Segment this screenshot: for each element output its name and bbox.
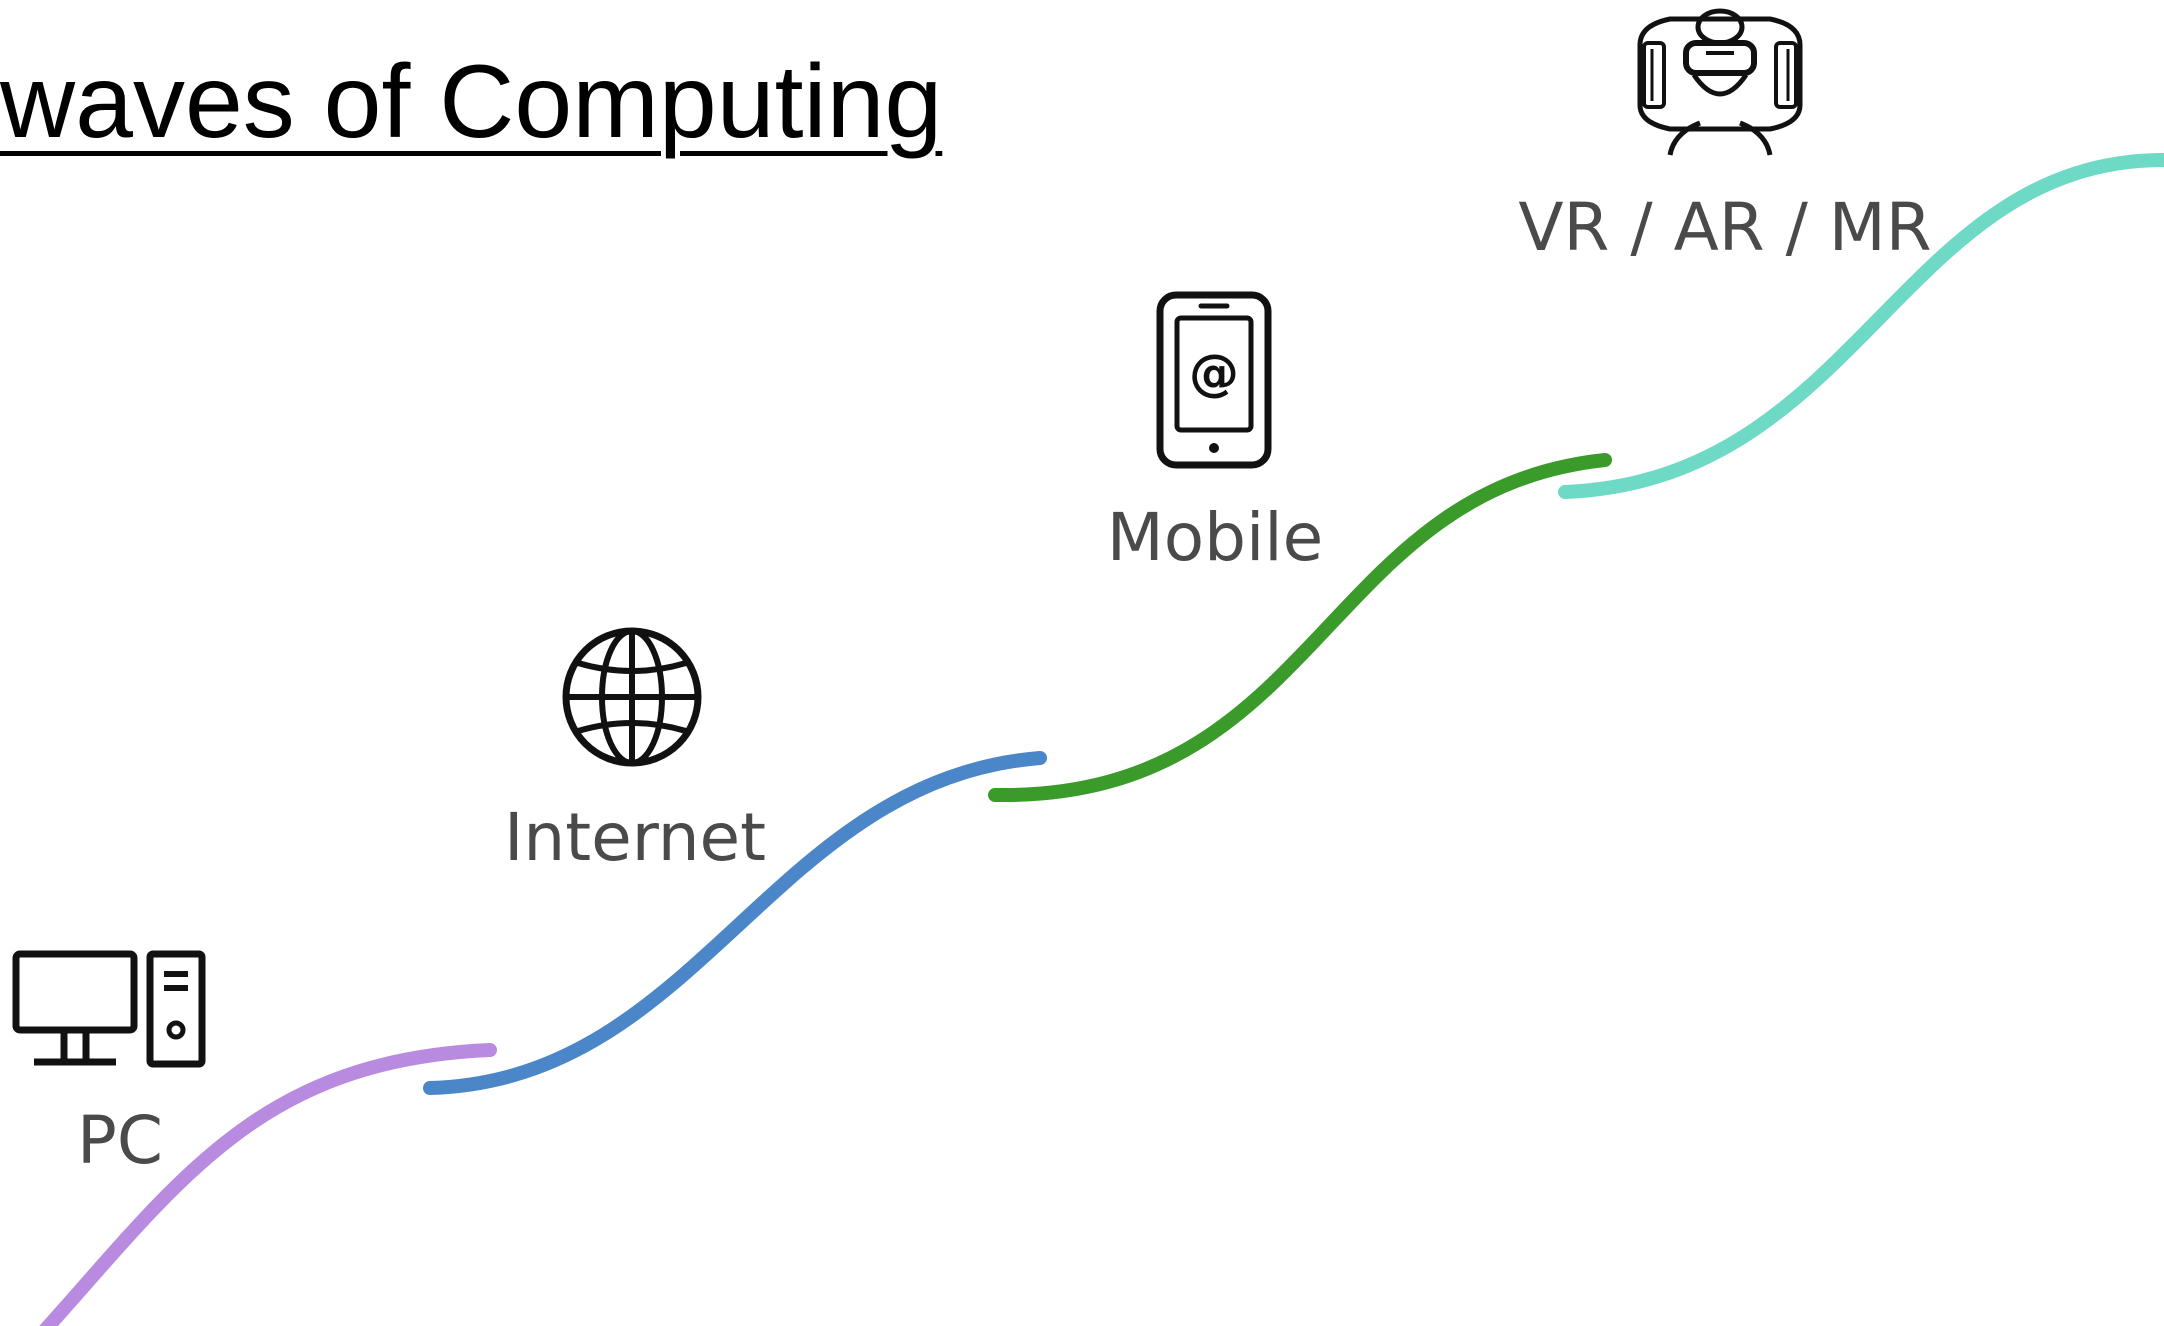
slide-title: waves of Computing <box>0 44 943 160</box>
internet-wave <box>423 751 1047 1095</box>
smartphone-icon: @ <box>1156 291 1272 469</box>
mobile-wave <box>988 453 1612 803</box>
stage-label-pc: PC <box>77 1102 163 1179</box>
stage-label-mobile: Mobile <box>1106 499 1324 576</box>
svg-text:@: @ <box>1189 344 1239 402</box>
vr-headset-icon <box>1637 8 1803 156</box>
desktop-computer-icon <box>12 950 206 1068</box>
vr-wave <box>1558 153 2164 499</box>
pc-wave <box>39 1043 497 1326</box>
stage-label-internet: Internet <box>503 799 767 876</box>
globe-icon <box>562 627 702 767</box>
stage-label-vr: VR / AR / MR <box>1518 189 1932 266</box>
